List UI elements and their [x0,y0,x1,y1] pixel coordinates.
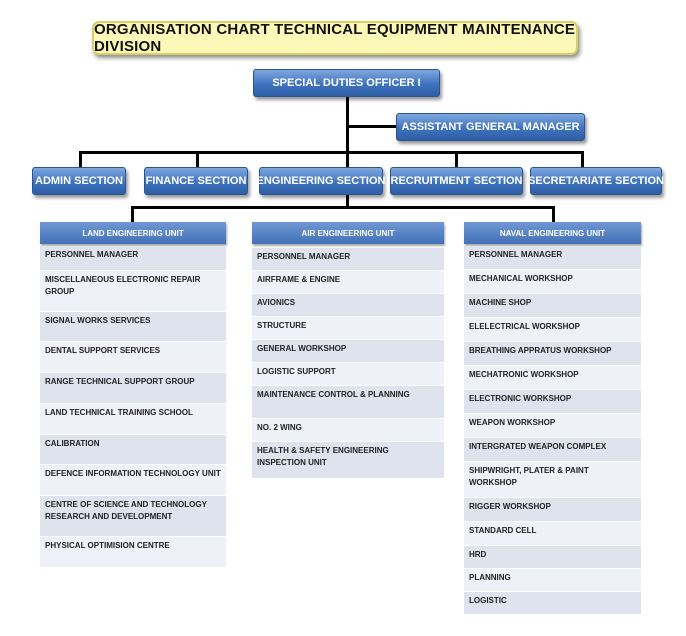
air-item: HEALTH & SAFETY ENGINEERING INSPECTION U… [252,442,444,478]
finance-section-box: FINANCE SECTION [144,167,248,195]
naval-unit-header: NAVAL ENGINEERING UNIT [464,222,641,244]
air-item: LOGISTIC SUPPORT [252,363,444,385]
land-item: CALIBRATION [40,435,226,464]
engineering-section-box: ENGINEERING SECTION [257,167,385,195]
air-item: PERSONNEL MANAGER [252,248,444,270]
land-item: SIGNAL WORKS SERVICES [40,312,226,341]
connector-assistant-horizontal [346,125,398,128]
admin-section-box: ADMIN SECTION [32,167,126,195]
air-unit-header: AIR ENGINEERING UNIT [252,222,444,244]
air-item: STRUCTURE [252,317,444,339]
special-duties-officer-box: SPECIAL DUTIES OFFICER I [253,69,440,97]
air-item: AVIONICS [252,294,444,316]
air-item: MAINTENANCE CONTROL & PLANNING [252,386,444,418]
air-item: GENERAL WORKSHOP [252,340,444,362]
naval-item: MECHANICAL WORKSHOP [464,270,641,293]
land-item: DENTAL SUPPORT SERVICES [40,342,226,372]
naval-item: ELELECTRICAL WORKSHOP [464,318,641,341]
naval-item: STANDARD CELL [464,522,641,545]
connector-admin-drop [79,151,82,168]
land-item: RANGE TECHNICAL SUPPORT GROUP [40,373,226,403]
naval-item: WEAPON WORKSHOP [464,414,641,437]
naval-item: INTERGRATED WEAPON COMPLEX [464,438,641,461]
land-item: DEFENCE INFORMATION TECHNOLOGY UNIT [40,465,226,495]
naval-item: MACHINE SHOP [464,294,641,317]
land-item: PERSONNEL MANAGER [40,246,226,270]
naval-item: HRD [464,546,641,568]
connector-naval-drop [552,206,555,222]
connector-sections-horizontal [79,151,584,154]
connector-finance-drop [196,151,199,168]
secretariate-section-box: SECRETARIATE SECTION [528,167,664,195]
naval-item: PLANNING [464,569,641,591]
chart-title: ORGANISATION CHART TECHNICAL EQUIPMENT M… [92,21,578,55]
connector-units-horizontal [131,206,555,209]
air-item: NO. 2 WING [252,419,444,441]
land-item: MISCELLANEOUS ELECTRONIC REPAIR GROUP [40,271,226,311]
naval-item: BREATHING APPRATUS WORKSHOP [464,342,641,365]
connector-land-drop [131,206,134,222]
land-unit-header: LAND ENGINEERING UNIT [40,222,226,244]
land-item: PHYSICAL OPTIMISION CENTRE [40,537,226,567]
naval-item: ELECTRONIC WORKSHOP [464,390,641,413]
naval-item: PERSONNEL MANAGER [464,246,641,269]
connector-recruitment-drop [455,151,458,168]
naval-item: LOGISTIC [464,592,641,614]
recruitment-section-box: RECRUITMENT SECTION [390,167,523,195]
air-item: AIRFRAME & ENGINE [252,271,444,293]
naval-item: SHIPWRIGHT, PLATER & PAINT WORKSHOP [464,462,641,497]
land-item: CENTRE OF SCIENCE AND TECHNOLOGY RESEARC… [40,496,226,536]
connector-secretariate-drop [581,151,584,168]
assistant-general-manager-box: ASSISTANT GENERAL MANAGER [396,113,585,141]
naval-item: MECHATRONIC WORKSHOP [464,366,641,389]
land-item: LAND TECHNICAL TRAINING SCHOOL [40,404,226,434]
naval-item: RIGGER WORKSHOP [464,498,641,521]
